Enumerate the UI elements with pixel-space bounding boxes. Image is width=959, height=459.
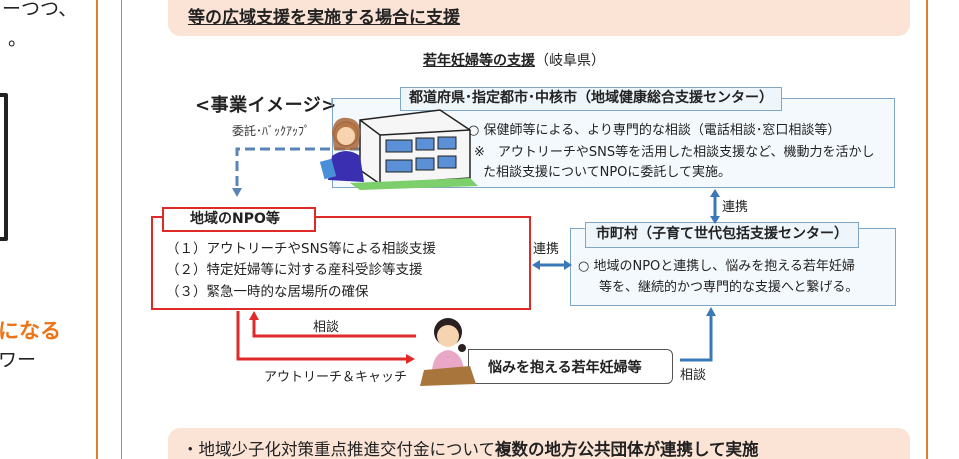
youth-box xyxy=(468,349,673,384)
npo-header: 地域のNPO等 xyxy=(162,207,316,232)
outreach-arrow-label: アウトリーチ＆キャッチ xyxy=(264,370,408,385)
prefecture-line-2: ※ アウトリーチやSNS等を活用した相談支援など、機動力を活かし xyxy=(474,145,875,160)
figure-title: 若年妊婦等の支援（岐阜県） xyxy=(423,50,605,70)
column-divider-inner xyxy=(121,0,122,459)
bottom-banner: ・地域少子化対策重点推進交付金について複数の地方公共団体が連携して実施 xyxy=(168,428,910,459)
column-divider-right xyxy=(926,0,928,459)
left-image-frame xyxy=(0,93,8,241)
figure-title-main: 若年妊婦等の支援 xyxy=(423,53,535,69)
prefecture-header: 都道府県･指定都市･中核市（地域健康総合支援センター） xyxy=(400,87,782,111)
npo-box xyxy=(151,216,531,310)
figure-title-sub: （岐阜県） xyxy=(535,53,605,69)
npo-item: （１）アウトリーチやSNS等による相談支援 xyxy=(166,241,436,257)
npo-item: （３）緊急一時的な居場所の確保 xyxy=(166,284,369,300)
sodan-blue-arrow-label: 相談 xyxy=(680,368,707,383)
section-label: <事業イメージ> xyxy=(195,95,337,116)
itaku-label: 委託･ﾊﾞｯｸｱｯﾌﾟ xyxy=(232,124,311,138)
left-text-line-1: ーつつ、 xyxy=(2,0,78,20)
municipality-line-2: 等を、継続的かつ専門的な支援へと繋げる。 xyxy=(599,280,859,295)
municipality-line-1: ○ 地域のNPOと連携し、悩みを抱える若年妊婦 xyxy=(578,259,855,274)
youth-label: 悩みを抱える若年妊婦等 xyxy=(488,360,642,376)
left-text-line-4: ワー xyxy=(0,349,37,371)
top-banner-text: 等の広域支援を実施する場合に支援 xyxy=(188,8,460,28)
column-divider-left xyxy=(96,0,98,459)
renkei-horizontal-label: 連携 xyxy=(533,242,560,257)
municipality-header: 市町村（子育て世代包括支援センター） xyxy=(585,222,859,248)
left-column: ーつつ、 。 になる ワー xyxy=(0,0,96,459)
sodan-arrow-label: 相談 xyxy=(313,320,340,335)
renkei-vertical-label: 連携 xyxy=(722,200,749,215)
prefecture-line-3: た相談支援についてNPOに委託して実施。 xyxy=(483,165,732,180)
top-banner: 等の広域支援を実施する場合に支援 xyxy=(168,0,910,36)
npo-item: （２）特定妊婦等に対する産科受診等支援 xyxy=(166,262,423,278)
left-text-line-2: 。 xyxy=(8,28,28,50)
bottom-banner-text: ・地域少子化対策重点推進交付金について複数の地方公共団体が連携して実施 xyxy=(182,436,759,459)
bottom-banner-prefix: ・地域少子化対策重点推進交付金について xyxy=(182,440,496,459)
left-text-highlight: になる xyxy=(0,319,61,343)
bottom-banner-bold: 複数の地方公共団体が連携して実施 xyxy=(495,440,759,459)
prefecture-line-1: ○ 保健師等による、より専門的な相談（電話相談･窓口相談等） xyxy=(468,123,841,138)
